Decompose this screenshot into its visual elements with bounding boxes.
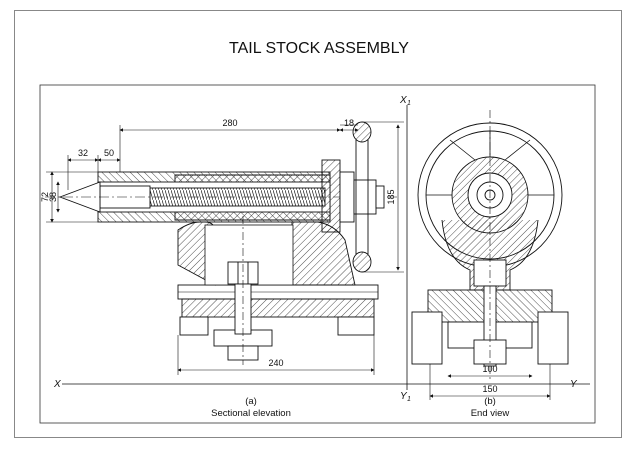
drawing-title: TAIL STOCK ASSEMBLY [229, 40, 409, 57]
inner-frame [39, 84, 596, 424]
elevation-dimensions [46, 105, 590, 390]
end-view-dimensions [429, 364, 551, 400]
view-b-caption: End view [471, 408, 510, 419]
dim-50: 50 [104, 148, 114, 158]
dim-32: 32 [78, 148, 88, 158]
dim-185: 185 [386, 189, 396, 204]
dim-150: 150 [482, 384, 497, 394]
sectional-elevation [45, 121, 400, 365]
end-view [411, 110, 569, 380]
axis-x1: X [399, 95, 407, 106]
view-b-label: (b) [484, 396, 496, 407]
dim-240: 240 [268, 358, 283, 368]
axis-y1-sub: 1 [407, 396, 411, 403]
dim-38: 38 [48, 192, 58, 202]
axis-x: X [53, 379, 61, 390]
dim-100: 100 [482, 364, 497, 374]
axis-y: Y [570, 379, 578, 390]
view-a-caption: Sectional elevation [211, 408, 291, 419]
dim-72: 72 [40, 192, 50, 202]
axis-x1-sub: 1 [407, 100, 411, 107]
dim-18: 18 [344, 118, 354, 128]
axis-y1: Y [400, 391, 408, 402]
drawing-border [14, 10, 622, 438]
dim-280: 280 [222, 118, 237, 128]
view-a-label: (a) [245, 396, 257, 407]
